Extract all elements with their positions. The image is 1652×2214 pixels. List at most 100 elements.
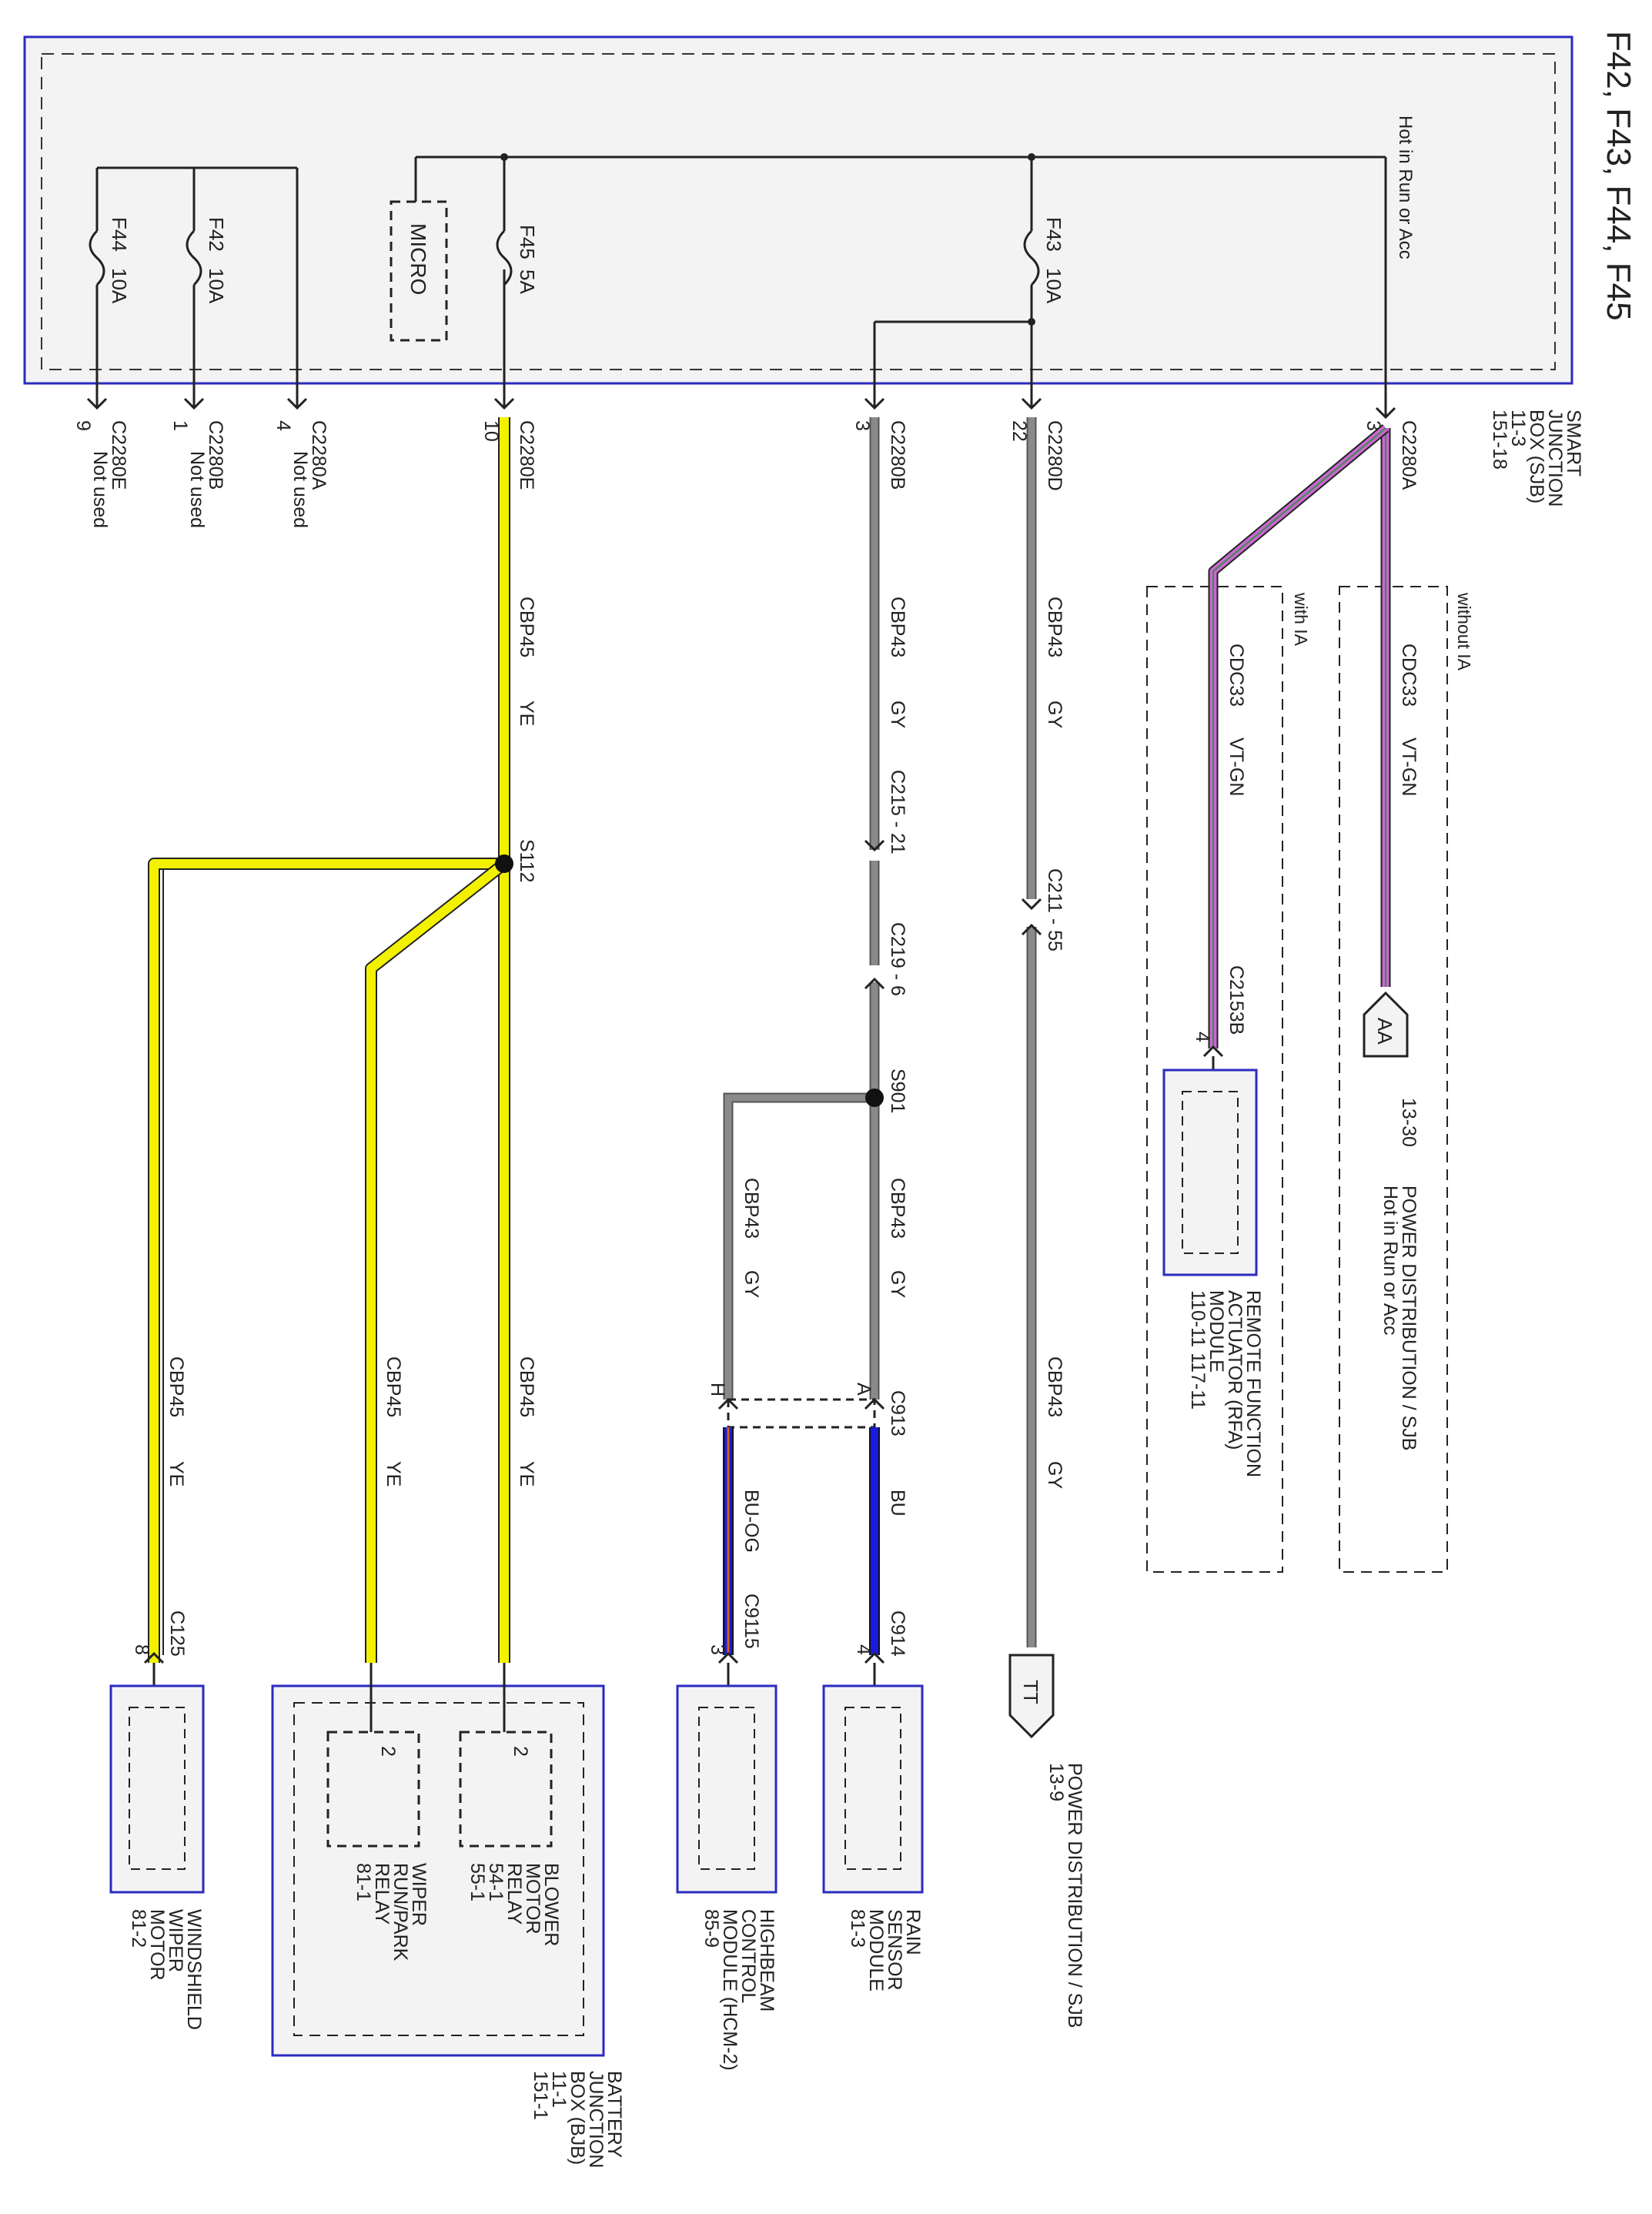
- splice-s901-label: S901: [887, 1069, 908, 1113]
- rain-sensor-label: RAIN SENSOR MODULE 81-3: [847, 1909, 924, 1992]
- rain-sensor-box: [822, 1684, 924, 1894]
- bus-junction-dot: [1028, 318, 1035, 326]
- hcm-box: [676, 1684, 778, 1894]
- svg-text:81-1: 81-1: [353, 1863, 374, 1901]
- c913-h-arrow: [717, 1397, 739, 1410]
- svg-text:55-1: 55-1: [467, 1863, 488, 1901]
- wire-label-cbp45: CBP45: [383, 1356, 404, 1417]
- offpage-aa-label: AA: [1373, 1018, 1396, 1045]
- wire-label-cbp43: CBP43: [741, 1178, 762, 1239]
- svg-text:110-11 117-11: 110-11 117-11: [1187, 1290, 1209, 1410]
- fuse-f42-symbol: [186, 229, 202, 286]
- wire-label-bu-og: BU-OG: [741, 1490, 762, 1553]
- fuse-f42-label: F42: [205, 217, 228, 252]
- connector-arrow: [86, 397, 108, 410]
- svg-text:SMART: SMART: [1563, 410, 1584, 477]
- svg-text:Not used: Not used: [89, 451, 111, 528]
- c125-pin: 8: [131, 1644, 152, 1655]
- svg-text:3: 3: [851, 420, 873, 431]
- wire-label-gy: GY: [1044, 1461, 1065, 1489]
- wire-label-cbp43: CBP43: [1044, 1356, 1065, 1417]
- svg-text:C2280B: C2280B: [205, 420, 226, 490]
- fuse-f45-amps: 5A: [516, 269, 539, 294]
- sjb-inner-boundary: [41, 53, 1556, 370]
- wiper-motor-box: [109, 1684, 205, 1894]
- svg-text:4: 4: [273, 420, 294, 431]
- svg-text:Not used: Not used: [289, 451, 311, 528]
- svg-text:81-3: 81-3: [847, 1909, 868, 1948]
- svg-text:MODULE (HCM-2): MODULE (HCM-2): [719, 1909, 741, 2071]
- bus-junction-dot: [500, 153, 508, 161]
- svg-text:85-9: 85-9: [701, 1909, 722, 1948]
- svg-text:11-1: 11-1: [548, 2071, 570, 2108]
- svg-text:9: 9: [72, 420, 94, 431]
- connector-arrow: [1021, 397, 1042, 410]
- fuse-f45-label: F45: [516, 225, 539, 259]
- svg-text:RAIN: RAIN: [902, 1909, 924, 1955]
- c9115-label: C9115: [741, 1594, 762, 1649]
- wiper-motor-label: WINDSHIELD WIPER MOTOR 81-2: [128, 1909, 205, 2030]
- fuse-f45-symbol: [496, 229, 513, 286]
- svg-text:WIPER: WIPER: [408, 1863, 430, 1926]
- connector-arrow: [183, 397, 205, 410]
- blower-relay-pin: 2: [510, 1746, 531, 1757]
- variant-with-ia-label: with IA: [1291, 592, 1311, 647]
- connector-arrow: [864, 397, 885, 410]
- blower-relay-box: [459, 1731, 553, 1848]
- c913-connector-outline: [727, 1398, 876, 1429]
- variant-without-ia-box: [1339, 586, 1448, 1573]
- svg-text:BOX (SJB): BOX (SJB): [1526, 410, 1547, 503]
- svg-text:HIGHBEAM: HIGHBEAM: [756, 1909, 778, 2012]
- splice-s112-label: S112: [516, 839, 537, 883]
- c913-pin-h: H: [707, 1383, 728, 1396]
- bjb-inner-boundary: [293, 1702, 584, 2036]
- svg-text:151-18: 151-18: [1489, 410, 1510, 470]
- connector-arrow: [1375, 406, 1396, 420]
- svg-text:13-9: 13-9: [1045, 1763, 1067, 1801]
- c215-arrow: [864, 839, 885, 852]
- wire-label-cdc33: CDC33: [1398, 644, 1420, 707]
- connector-arrow: [143, 1651, 165, 1664]
- wire-label-gy: GY: [887, 701, 908, 728]
- wire-cbp43-gy-branch: [723, 417, 880, 1400]
- svg-text:POWER DISTRIBUTION / SJB: POWER DISTRIBUTION / SJB: [1064, 1763, 1085, 2028]
- fuse-f44-amps: 10A: [108, 268, 131, 304]
- wire-label-cbp45: CBP45: [166, 1356, 187, 1417]
- connector-arrow: [1202, 1045, 1224, 1058]
- svg-text:RELAY: RELAY: [503, 1863, 525, 1925]
- offpage-aa-text: POWER DISTRIBUTION / SJB Hot in Run or A…: [1379, 1186, 1420, 1450]
- offpage-tt-label: TT: [1019, 1680, 1042, 1704]
- svg-text:BATTERY: BATTERY: [604, 2071, 625, 2158]
- fuse-f43-amps: 10A: [1042, 268, 1065, 304]
- wire-label-gy: GY: [1044, 701, 1065, 728]
- svg-text:BOX (BJB): BOX (BJB): [567, 2071, 588, 2165]
- pin-c2280e-9: C2280E 9 Not used: [72, 420, 129, 528]
- svg-text:81-2: 81-2: [128, 1909, 149, 1948]
- splice-s112-dot: [495, 854, 513, 873]
- pin-c2280d-22: C2280D 22: [1008, 420, 1065, 491]
- svg-text:1: 1: [169, 420, 191, 431]
- c2153b-label: C2153B: [1226, 965, 1247, 1035]
- svg-text:151-1: 151-1: [530, 2071, 551, 2120]
- c913-label: C913: [887, 1390, 908, 1436]
- svg-text:C2280E: C2280E: [516, 420, 537, 490]
- svg-text:RELAY: RELAY: [371, 1863, 393, 1925]
- wire-cdc33-vt-gn-with-ia: [1208, 423, 1389, 1048]
- svg-text:REMOTE FUNCTION: REMOTE FUNCTION: [1242, 1290, 1264, 1477]
- wiper-relay-pin: 2: [377, 1746, 399, 1757]
- wire-label-cbp43: CBP43: [1044, 597, 1065, 657]
- splice-s901-dot: [865, 1089, 884, 1107]
- svg-text:MOTOR: MOTOR: [146, 1909, 168, 1981]
- svg-text:JUNCTION: JUNCTION: [585, 2071, 607, 2168]
- variant-with-ia-box: [1146, 586, 1283, 1573]
- svg-text:CONTROL: CONTROL: [737, 1909, 759, 2003]
- svg-text:C2280D: C2280D: [1044, 420, 1065, 491]
- wire-label-vt-gn: VT-GN: [1226, 737, 1247, 796]
- svg-text:ACTUATOR (RFA): ACTUATOR (RFA): [1224, 1290, 1246, 1450]
- sjb-box: [23, 35, 1573, 385]
- svg-text:C2280A: C2280A: [308, 420, 329, 490]
- offpage-aa-symbol: [1363, 991, 1409, 1058]
- rfa-module-box: [1162, 1069, 1258, 1276]
- connector-arrow: [717, 1651, 739, 1664]
